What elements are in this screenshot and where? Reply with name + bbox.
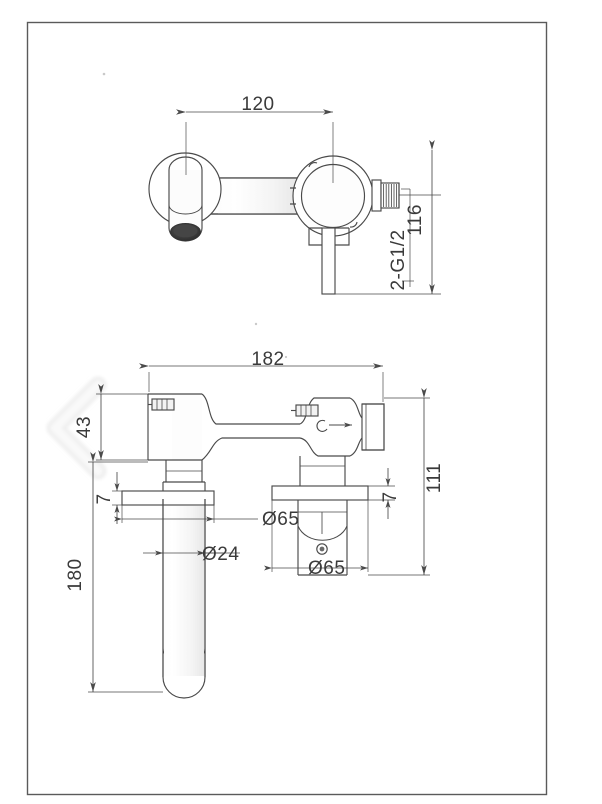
dim-43 [96, 384, 148, 461]
dim-116 [333, 140, 441, 295]
front-view-dimension-labels: 182 43 180 111 7 7 Ø65 Ø24 Ø65 [65, 349, 445, 592]
dim-label-182: 182 [251, 349, 284, 370]
dim-180 [88, 452, 163, 693]
top-view-spout-barrel [168, 156, 203, 242]
right-set-screw [291, 404, 319, 417]
top-view-handle-lever [308, 227, 350, 295]
top-view-dimensions [176, 109, 441, 295]
dim-label-116: 116 [405, 204, 426, 236]
dim-thread-2g12 [401, 188, 414, 287]
top-view-body-tube [196, 177, 300, 215]
dim-label-dia65-right: Ø65 [308, 558, 345, 579]
chevron-logo-watermark [46, 376, 107, 480]
dim-dia65-right [264, 500, 369, 572]
scan-artifacts [102, 72, 288, 359]
dim-label-43: 43 [74, 416, 95, 438]
dim-120 [176, 109, 334, 183]
dim-label-120: 120 [241, 94, 274, 115]
front-view [121, 393, 385, 699]
sheet-border [26, 21, 548, 796]
dim-label-thread: 2-G1/2 [388, 229, 409, 290]
dim-182 [139, 363, 384, 402]
top-view-valve-body [290, 155, 374, 237]
top-view-aerator [170, 223, 201, 241]
right-handle-lever [326, 397, 385, 457]
top-view-dimension-labels: 120 116 2-G1/2 [241, 94, 426, 291]
rotation-arrow-icon [316, 419, 352, 432]
dim-7-right [368, 468, 395, 519]
left-set-screw [148, 398, 175, 411]
dim-label-dia65-left: Ø65 [262, 509, 299, 530]
dim-label-7-right: 7 [380, 491, 401, 502]
dim-label-111: 111 [424, 463, 445, 493]
dim-dia65-left [114, 505, 258, 523]
dim-label-dia24: Ø24 [202, 544, 239, 565]
front-view-valve-assembly [271, 397, 385, 576]
dim-111 [368, 388, 430, 576]
dim-label-7-left: 7 [94, 493, 115, 504]
front-view-body-bar [147, 393, 326, 461]
front-view-spout-assembly [121, 398, 215, 699]
front-view-dimensions [88, 363, 430, 693]
top-view [148, 152, 400, 295]
top-view-threaded-inlet [371, 179, 400, 212]
dim-label-180: 180 [65, 558, 86, 591]
